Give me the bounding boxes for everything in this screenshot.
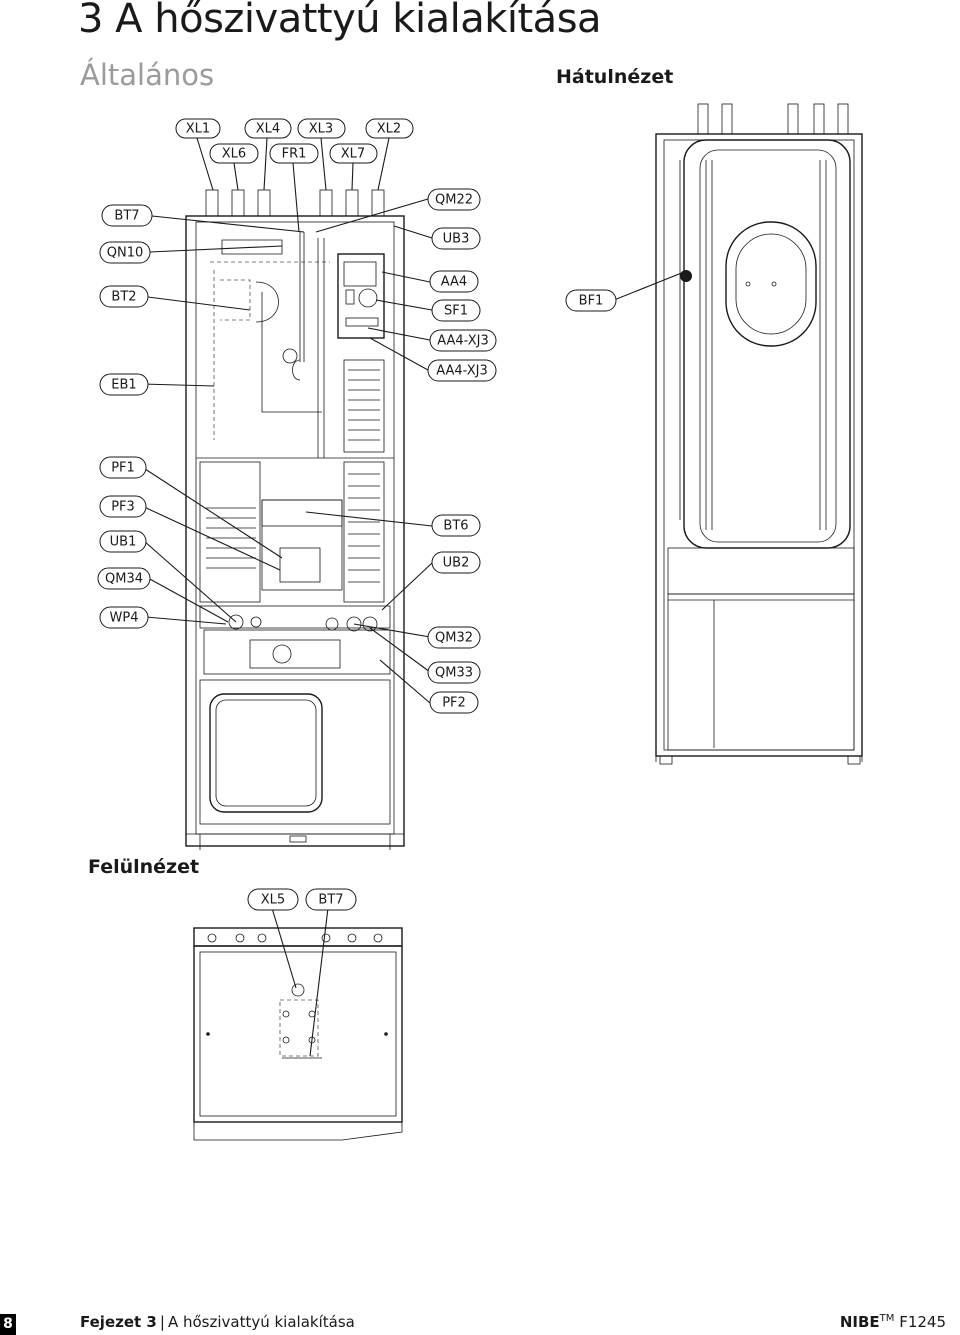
svg-text:BT7: BT7	[114, 209, 139, 224]
label-SF1: SF1	[431, 299, 481, 322]
bt7-top-leader	[309, 907, 329, 1057]
svg-text:QM22: QM22	[435, 193, 473, 208]
label-QN10: QN10	[99, 241, 151, 264]
label-PF2: PF2	[429, 691, 479, 714]
svg-text:XL7: XL7	[341, 147, 365, 162]
svg-text:XL6: XL6	[222, 147, 246, 162]
label-PF3: PF3	[99, 495, 147, 518]
page-number: 8	[0, 1314, 16, 1335]
label-WP4: WP4	[99, 606, 149, 629]
svg-text:XL1: XL1	[186, 122, 210, 137]
svg-text:QM32: QM32	[435, 631, 473, 646]
label-UB2: UB2	[431, 551, 481, 574]
svg-text:PF2: PF2	[442, 696, 466, 711]
svg-text:UB3: UB3	[443, 232, 470, 247]
svg-text:UB2: UB2	[443, 556, 470, 571]
top-connections	[205, 189, 385, 217]
svg-text:FR1: FR1	[282, 147, 307, 162]
label-XL2: XL2	[365, 118, 414, 139]
svg-text:AA4-XJ3: AA4-XJ3	[436, 364, 487, 379]
label-XL3: XL3	[297, 118, 346, 139]
label-QM22: QM22	[427, 188, 481, 211]
svg-text:XL4: XL4	[256, 122, 280, 137]
svg-text:XL5: XL5	[261, 893, 285, 908]
lower-left-fins	[206, 507, 256, 569]
svg-text:BF1: BF1	[579, 294, 604, 309]
label-XL4: XL4	[244, 118, 292, 139]
footer-chapter: Fejezet 3|A hőszivattyú kialakítása	[80, 1313, 355, 1331]
svg-text:QN10: QN10	[107, 246, 144, 261]
label-QM32: QM32	[427, 626, 481, 649]
top-view	[193, 927, 403, 1141]
footer-brand: NIBETM F1245	[840, 1313, 946, 1331]
label-XL7: XL7	[329, 143, 378, 164]
brand-name: NIBE	[839, 1313, 880, 1331]
label-FR1: FR1	[269, 143, 319, 164]
label-UB3: UB3	[431, 227, 481, 250]
label-XL6: XL6	[209, 143, 259, 164]
back-view-label: Hátulnézet	[556, 66, 674, 88]
label-BT6: BT6	[431, 514, 481, 537]
trademark-mark: TM	[879, 1313, 895, 1324]
svg-text:EB1: EB1	[111, 378, 136, 393]
footer-section: A hőszivattyú kialakítása	[167, 1313, 355, 1331]
label-XL5: XL5	[247, 888, 299, 911]
label-QM34: QM34	[97, 567, 151, 590]
label-BT7-top: BT7	[305, 888, 357, 911]
label-UB1: UB1	[99, 530, 147, 553]
label-pills: XL1 XL4 XL3 XL2 XL6 FR1 XL7 BT7 QN10 BT2…	[97, 118, 617, 911]
svg-text:AA4-XJ3: AA4-XJ3	[437, 334, 488, 349]
back-view	[655, 103, 863, 765]
model-name: F1245	[899, 1313, 946, 1331]
front-view	[185, 189, 405, 850]
section-title: Általános	[80, 58, 215, 92]
label-AA4-XJ3-a: AA4-XJ3	[429, 329, 497, 352]
top-view-label: Felülnézet	[88, 856, 200, 878]
svg-text:PF3: PF3	[111, 500, 135, 515]
svg-text:PF1: PF1	[111, 461, 135, 476]
label-QM33: QM33	[427, 661, 481, 684]
chapter-title: 3 A hőszivattyú kialakítása	[78, 0, 602, 42]
label-PF1: PF1	[99, 456, 147, 479]
svg-text:BT7: BT7	[318, 893, 343, 908]
lower-right-fins	[348, 473, 380, 583]
svg-text:QM33: QM33	[435, 666, 473, 681]
xl5-leader	[271, 907, 297, 989]
svg-text:AA4: AA4	[441, 275, 467, 290]
label-AA4: AA4	[429, 270, 479, 293]
svg-text:WP4: WP4	[110, 611, 139, 626]
bf1-leader	[613, 271, 685, 301]
svg-text:XL3: XL3	[309, 122, 333, 137]
label-AA4-XJ3-b: AA4-XJ3	[427, 359, 497, 382]
svg-text:UB1: UB1	[110, 535, 137, 550]
front-leaders	[139, 137, 433, 704]
svg-text:QM34: QM34	[105, 572, 143, 587]
upper-fins	[348, 369, 380, 441]
label-EB1: EB1	[99, 373, 149, 396]
svg-text:BT6: BT6	[443, 519, 468, 534]
footer-chapter-label: Fejezet 3	[80, 1313, 157, 1331]
svg-text:XL2: XL2	[377, 122, 401, 137]
label-XL1: XL1	[175, 118, 221, 139]
label-BT7: BT7	[101, 204, 153, 227]
label-BT2: BT2	[99, 285, 149, 308]
svg-text:BT2: BT2	[111, 290, 136, 305]
label-BF1: BF1	[565, 289, 617, 312]
footer-separator: |	[159, 1313, 165, 1331]
svg-text:SF1: SF1	[444, 304, 468, 319]
